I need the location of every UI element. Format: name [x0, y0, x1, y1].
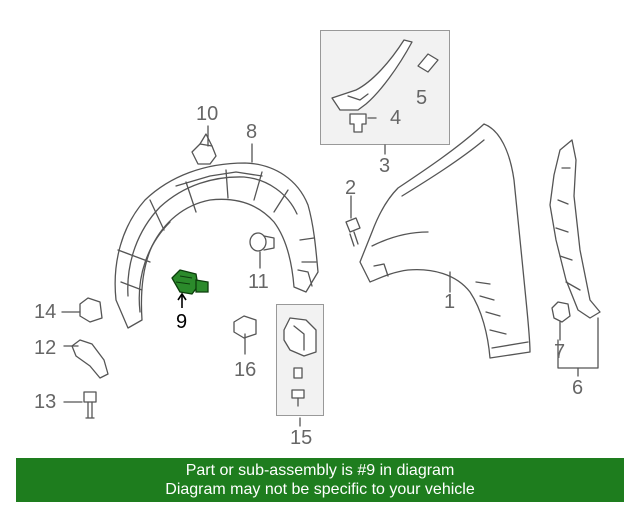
- banner-line-disclaimer: Diagram may not be specific to your vehi…: [165, 481, 475, 498]
- callout-11: 11: [248, 271, 269, 293]
- callout-8: 8: [246, 121, 258, 143]
- part-16-clip[interactable]: [233, 315, 257, 339]
- callout-15: 15: [290, 427, 313, 449]
- part-10-clip[interactable]: [191, 133, 217, 165]
- part-14-clip[interactable]: [79, 297, 103, 323]
- part-1-fender[interactable]: [359, 123, 531, 359]
- part-7-clip[interactable]: [551, 301, 571, 323]
- callout-5: 5: [416, 87, 428, 109]
- callout-13: 13: [34, 391, 57, 413]
- part-2-screw[interactable]: [345, 217, 361, 247]
- callout-16: 16: [234, 359, 257, 381]
- callout-1: 1: [444, 291, 456, 313]
- part-3-moulding[interactable]: [331, 39, 413, 111]
- part-15-screw[interactable]: [291, 367, 305, 407]
- part-4-clip[interactable]: [349, 113, 367, 133]
- callout-14: 14: [34, 301, 57, 323]
- callout-4: 4: [390, 107, 402, 129]
- callout-12: 12: [34, 337, 57, 359]
- leader-lines: [61, 117, 599, 427]
- part-5-clip[interactable]: [417, 53, 439, 73]
- callout-3: 3: [379, 155, 391, 177]
- callout-7: 7: [554, 341, 566, 363]
- group-box-3: [320, 30, 450, 145]
- part-6-bracket[interactable]: [549, 139, 601, 319]
- banner-line-part: Part or sub-assembly is #9 in diagram: [185, 462, 455, 479]
- part-13-bolt[interactable]: [83, 391, 97, 419]
- part-8-fender-liner[interactable]: [114, 162, 319, 329]
- part-11-grommet[interactable]: [249, 232, 275, 252]
- part-15-bracket[interactable]: [283, 317, 317, 357]
- callout-2: 2: [345, 177, 357, 199]
- part-12-bracket[interactable]: [71, 339, 109, 379]
- callout-6: 6: [572, 377, 584, 399]
- parts-diagram: [61, 39, 601, 427]
- callout-10: 10: [196, 103, 219, 125]
- callout-9: 9: [176, 311, 188, 333]
- part-9-highlighted[interactable]: [171, 269, 209, 308]
- info-banner: Part or sub-assembly is #9 in diagram Di…: [16, 458, 624, 502]
